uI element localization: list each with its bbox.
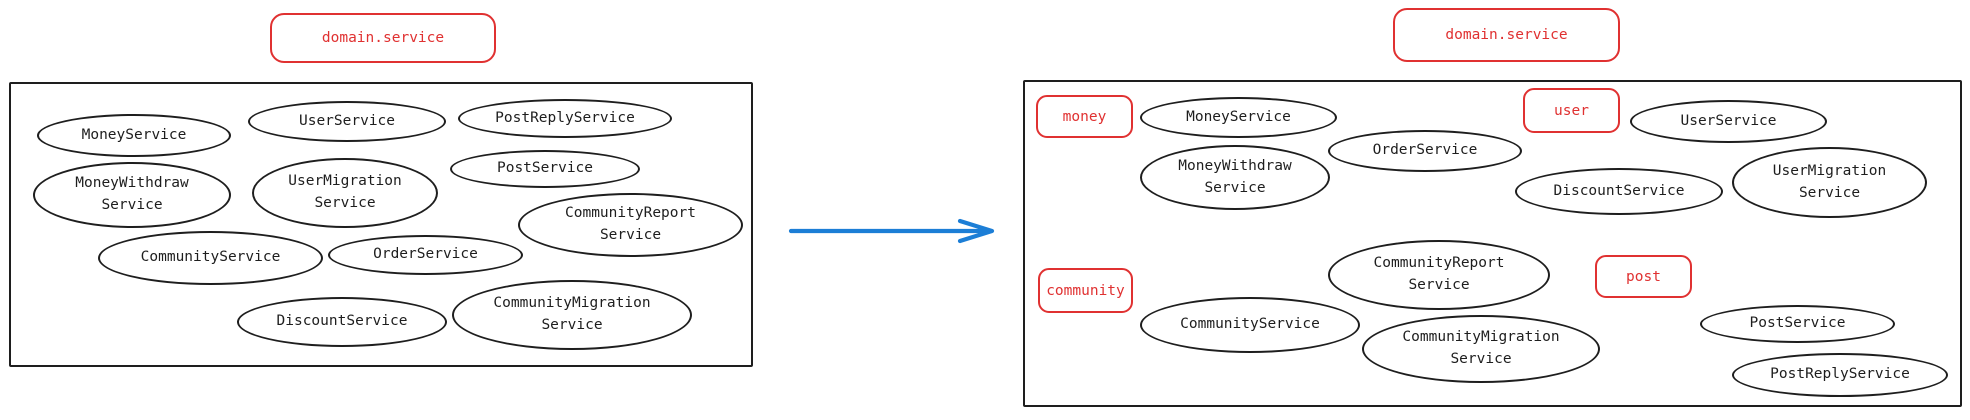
- service-node-postservice[interactable]: PostService: [1700, 305, 1895, 343]
- service-node-orderservice[interactable]: OrderService: [328, 235, 523, 275]
- service-node-postreplyservice[interactable]: PostReplyService: [1732, 353, 1948, 397]
- service-node-postservice-label: PostService: [1749, 315, 1846, 332]
- group-label-user-label: user: [1554, 102, 1589, 119]
- service-node-discountservice-label: DiscountService: [1553, 182, 1685, 199]
- group-label-user[interactable]: user: [1523, 88, 1620, 133]
- service-node-moneywithdrawservice-label: MoneyWithdraw Service: [1178, 157, 1292, 196]
- service-node-usermigrationservice-label: UserMigration Service: [288, 173, 402, 211]
- left-domain-title[interactable]: domain.service: [270, 13, 496, 63]
- right-domain-title-text: domain.service: [1445, 27, 1568, 43]
- service-node-orderservice-label: OrderService: [373, 246, 478, 263]
- service-node-userservice-label: UserService: [1680, 112, 1777, 129]
- group-label-community[interactable]: community: [1038, 268, 1133, 313]
- service-node-communityservice-label: CommunityService: [1180, 316, 1320, 333]
- service-node-usermigrationservice-label: UserMigration Service: [1772, 162, 1887, 201]
- service-node-moneyservice-label: MoneyService: [1186, 108, 1291, 125]
- service-node-userservice[interactable]: UserService: [248, 101, 446, 142]
- service-node-orderservice[interactable]: OrderService: [1328, 130, 1522, 172]
- service-node-communityreportservice-label: CommunityReport Service: [565, 205, 696, 243]
- service-node-postreplyservice[interactable]: PostReplyService: [458, 99, 672, 138]
- service-node-communityservice[interactable]: CommunityService: [1140, 297, 1360, 353]
- service-node-communityreportservice[interactable]: CommunityReport Service: [518, 193, 743, 257]
- arrow-line-icon: [788, 218, 995, 244]
- service-node-communitymigrationservice-label: CommunityMigration Service: [493, 295, 651, 333]
- service-node-moneyservice[interactable]: MoneyService: [1140, 97, 1337, 138]
- service-node-postreplyservice-label: PostReplyService: [1770, 366, 1910, 383]
- service-node-communityservice-label: CommunityService: [140, 249, 281, 266]
- service-node-usermigrationservice[interactable]: UserMigration Service: [252, 158, 438, 228]
- left-domain-title-text: domain.service: [321, 30, 445, 46]
- service-node-moneyservice-label: MoneyService: [81, 126, 187, 143]
- service-node-discountservice[interactable]: DiscountService: [237, 297, 447, 347]
- service-node-postreplyservice-label: PostReplyService: [495, 109, 635, 126]
- service-node-communitymigrationservice-label: CommunityMigration Service: [1402, 329, 1560, 367]
- service-node-communityreportservice[interactable]: CommunityReport Service: [1328, 240, 1550, 310]
- group-label-money[interactable]: money: [1036, 95, 1133, 138]
- service-node-communitymigrationservice[interactable]: CommunityMigration Service: [452, 280, 692, 350]
- service-node-communitymigrationservice[interactable]: CommunityMigration Service: [1362, 315, 1600, 383]
- service-node-moneywithdrawservice[interactable]: MoneyWithdraw Service: [1140, 145, 1330, 210]
- group-label-post[interactable]: post: [1595, 255, 1692, 298]
- service-node-communityreportservice-label: CommunityReport Service: [1373, 255, 1505, 293]
- service-node-communityservice[interactable]: CommunityService: [98, 231, 323, 285]
- service-node-usermigrationservice[interactable]: UserMigration Service: [1732, 147, 1927, 218]
- transform-arrow[interactable]: [788, 217, 1000, 245]
- service-node-userservice-label: UserService: [298, 112, 396, 129]
- group-label-community-label: community: [1046, 282, 1125, 299]
- right-domain-title[interactable]: domain.service: [1393, 8, 1620, 62]
- service-node-orderservice-label: OrderService: [1372, 142, 1478, 159]
- service-node-discountservice[interactable]: DiscountService: [1515, 168, 1723, 215]
- service-node-moneyservice[interactable]: MoneyService: [37, 114, 231, 157]
- group-label-money-label: money: [1062, 108, 1107, 125]
- service-node-moneywithdrawservice[interactable]: MoneyWithdraw Service: [33, 162, 231, 228]
- group-label-post-label: post: [1626, 268, 1661, 285]
- service-node-userservice[interactable]: UserService: [1630, 100, 1827, 143]
- service-node-moneywithdrawservice-label: MoneyWithdraw Service: [75, 175, 189, 213]
- service-node-discountservice-label: DiscountService: [276, 313, 408, 330]
- service-node-postservice-label: PostService: [496, 160, 594, 177]
- service-node-postservice[interactable]: PostService: [450, 150, 640, 188]
